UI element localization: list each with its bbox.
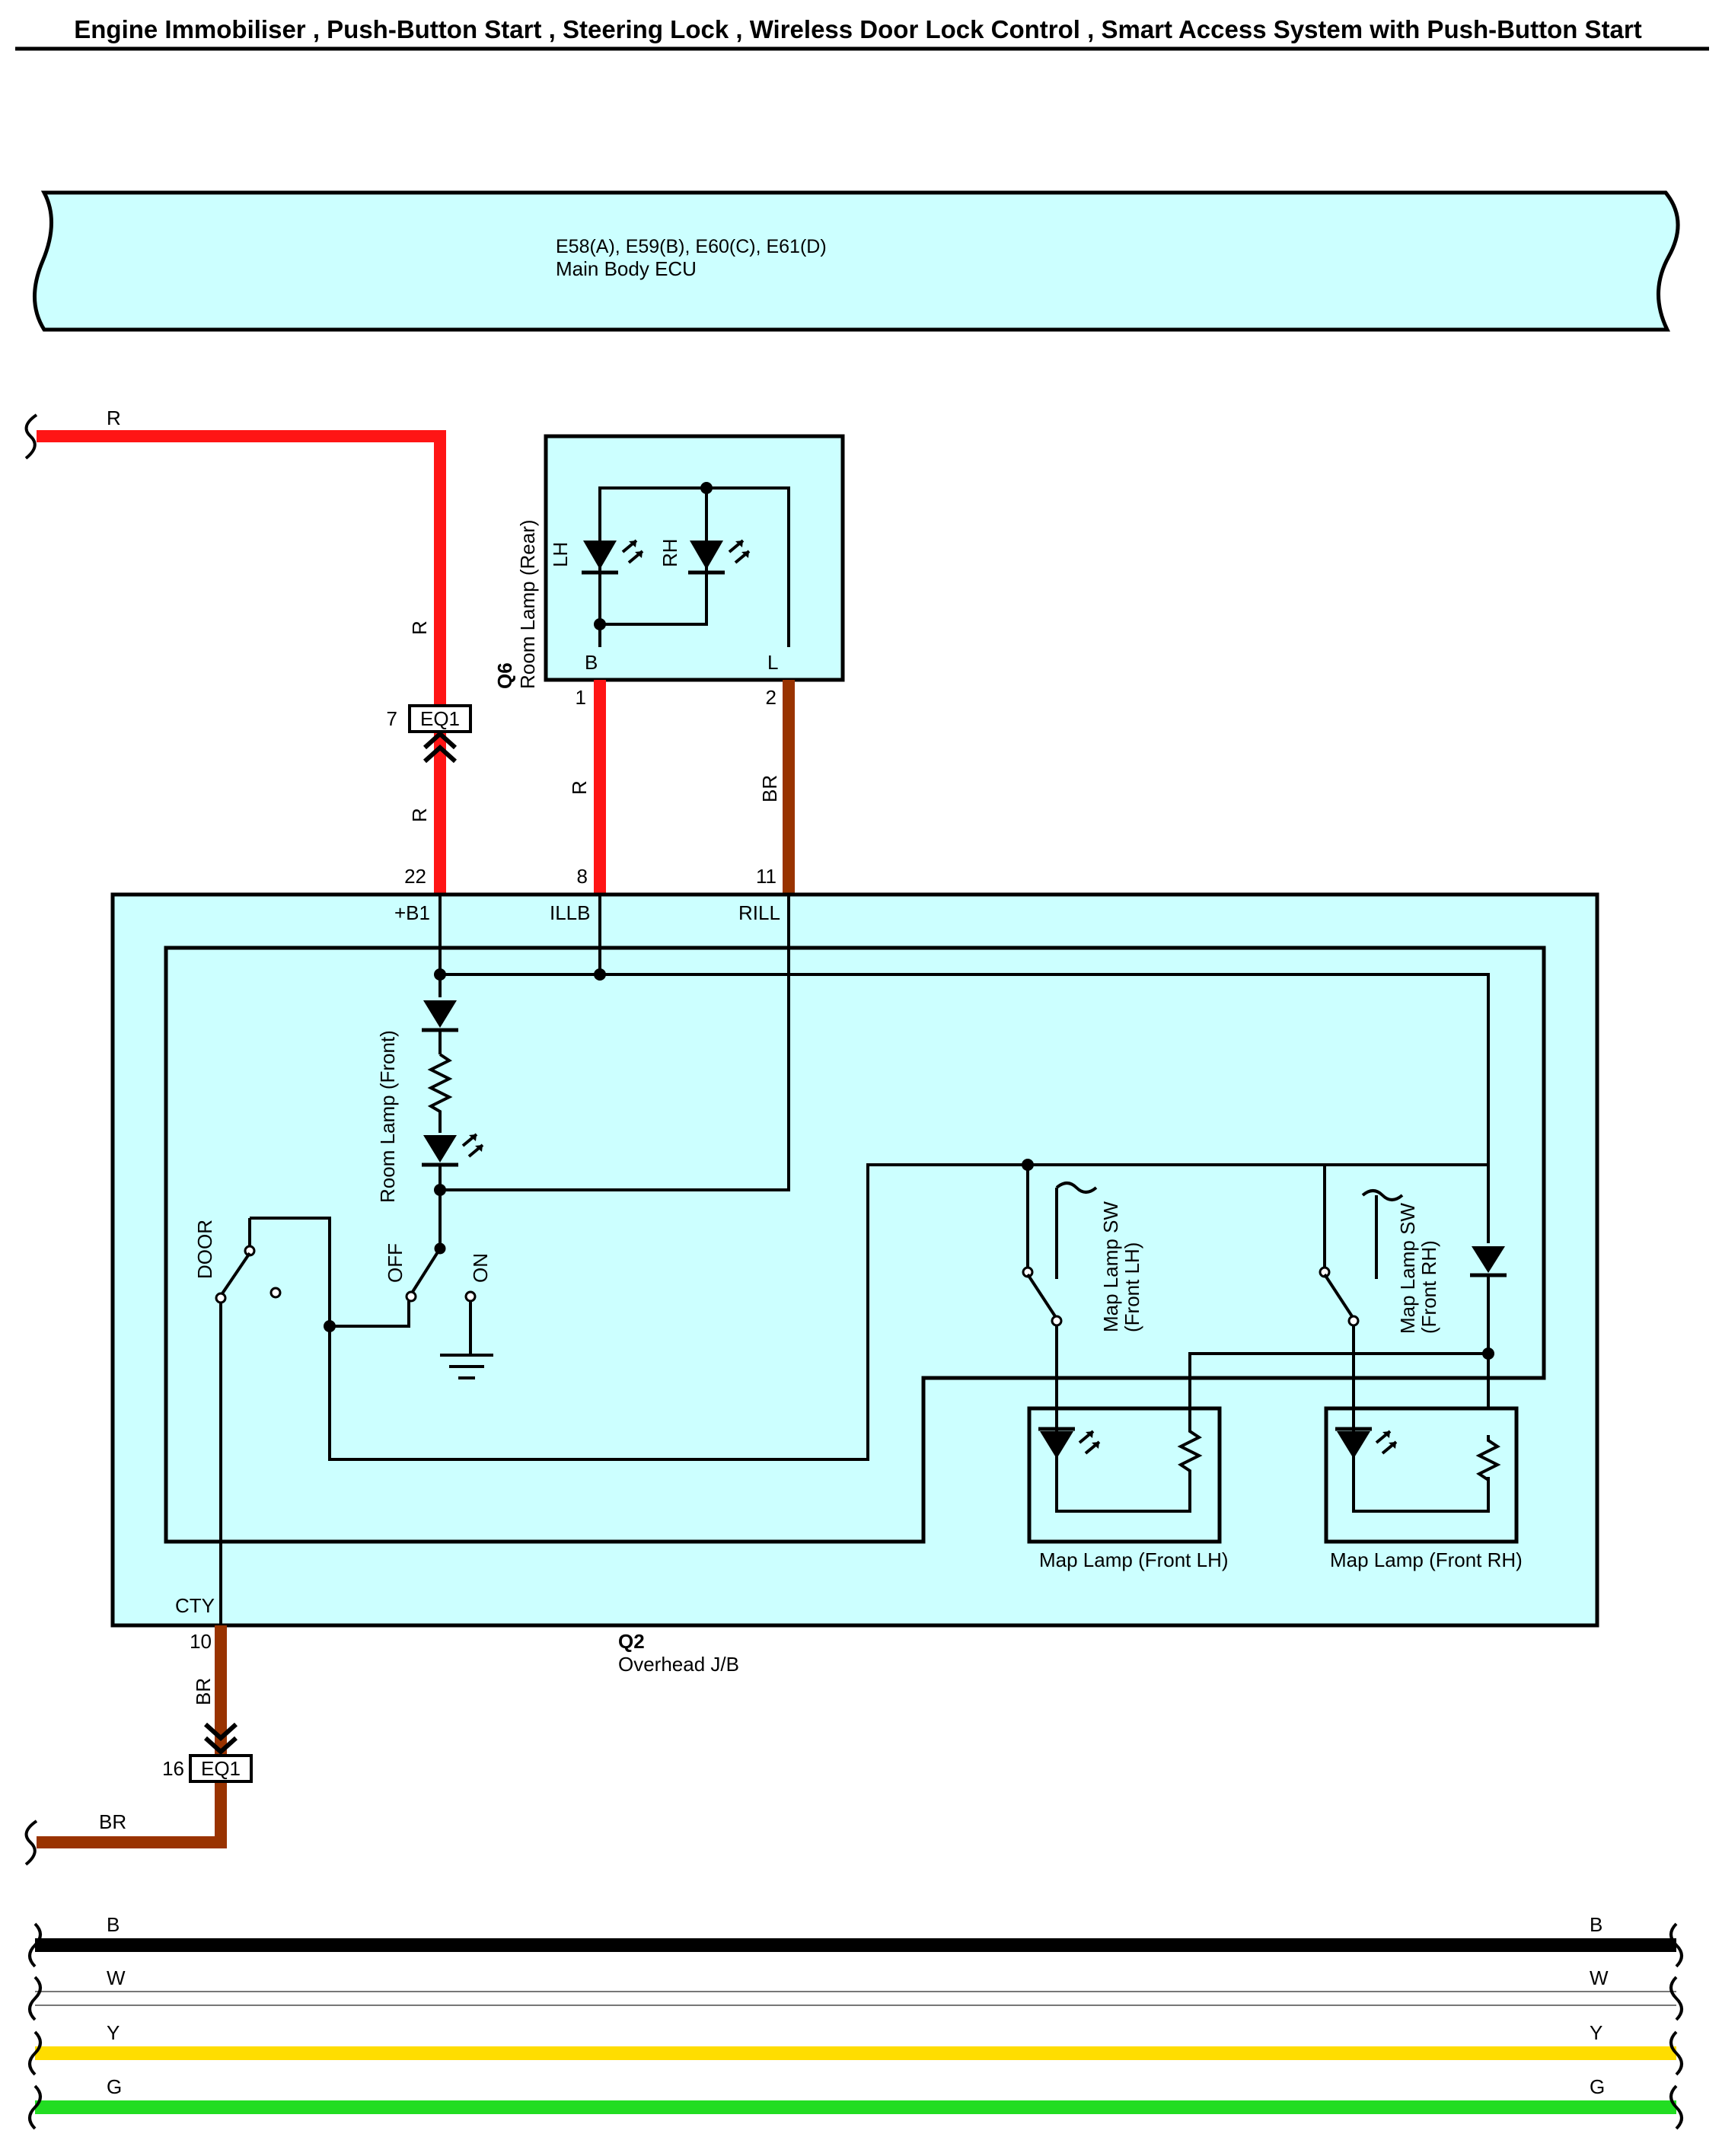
map-lamp-lh-label: Map Lamp (Front LH)	[1039, 1548, 1229, 1571]
map-lamp-rh-label: Map Lamp (Front RH)	[1330, 1548, 1523, 1571]
main-body-ecu: E58(A), E59(B), E60(C), E61(D) Main Body…	[33, 190, 1680, 332]
term-cty: CTY	[175, 1594, 215, 1617]
wire-label-r-top: R	[107, 407, 121, 429]
wire-label-br-rill: BR	[758, 775, 781, 802]
map-lamp-lh	[1027, 1406, 1222, 1544]
wire-label-br-cty: BR	[192, 1678, 215, 1705]
wire-label-r-upper: R	[408, 620, 431, 635]
resistor-icon	[427, 1053, 453, 1133]
map-sw-lh-label: Map Lamp SW	[1099, 1201, 1122, 1332]
room-lamp-rear: LH RH B L Q6 Room Lamp (Rear)	[493, 434, 845, 689]
ecu-connectors: E58(A), E59(B), E60(C), E61(D)	[556, 236, 827, 257]
bus-label-left: W	[107, 1966, 126, 1989]
pin-22: 22	[404, 865, 426, 888]
eq1-top-label: EQ1	[420, 707, 460, 730]
map-sw-rh-actuator-icon	[1361, 1189, 1404, 1279]
wire-label-r-lower: R	[408, 808, 431, 822]
eq1-bottom-pin: 16	[162, 1757, 184, 1780]
q2-code: Q2	[618, 1630, 645, 1653]
junction-eq1-top: EQ1 7	[387, 704, 472, 764]
bus-label-right: G	[1590, 2075, 1605, 2098]
bus-label-left: Y	[107, 2021, 120, 2044]
pin-2: 2	[766, 686, 776, 709]
pin-8: 8	[577, 865, 588, 888]
led-lh-label: LH	[549, 542, 572, 567]
map-sw-lh-actuator-icon	[1055, 1182, 1098, 1279]
eq1-top-pin: 7	[387, 707, 397, 730]
map-sw-rh-sub: (Front RH)	[1417, 1240, 1440, 1334]
sw-on-label: ON	[469, 1253, 492, 1283]
bus-label-left: B	[107, 1913, 120, 1936]
room-lamp-front-label: Room Lamp (Front)	[376, 1030, 399, 1203]
sw-off-label: OFF	[384, 1243, 407, 1283]
ground-icon	[440, 1354, 493, 1379]
pin-10: 10	[190, 1630, 212, 1653]
q6-code: Q6	[493, 662, 516, 689]
term-l: L	[767, 651, 778, 674]
led-rh-icon	[688, 539, 751, 575]
junction-eq1-bottom: EQ1 16	[162, 1754, 253, 1783]
ecu-name: Main Body ECU	[556, 257, 697, 280]
term-b: B	[585, 651, 598, 674]
bus-label-right: B	[1590, 1913, 1602, 1936]
eq1-bottom-label: EQ1	[201, 1757, 241, 1780]
map-sw-lh-sub: (Front LH)	[1121, 1242, 1143, 1332]
wire-label-r-illb: R	[568, 780, 591, 795]
bus-label-right: W	[1590, 1966, 1609, 1989]
term-b1: +B1	[394, 901, 430, 924]
wire-brown-cty: 10 BR BR	[24, 1625, 238, 1866]
pin-11: 11	[756, 865, 776, 888]
map-lamp-rh	[1324, 1406, 1519, 1544]
bus-label-right: Y	[1590, 2021, 1602, 2044]
term-rill: RILL	[738, 901, 780, 924]
sw-door-label: DOOR	[193, 1220, 216, 1279]
wire-label-br-bottom: BR	[99, 1810, 126, 1833]
map-sw-rh-label: Map Lamp SW	[1396, 1203, 1419, 1334]
pin-1: 1	[576, 686, 586, 709]
wire-red-b1: R R R	[24, 407, 446, 893]
page-title: Engine Immobiliser , Push-Button Start ,…	[74, 15, 1642, 43]
q2-name: Overhead J/B	[618, 1653, 739, 1676]
q6-name: Room Lamp (Rear)	[516, 519, 539, 689]
led-rh-label: RH	[659, 538, 681, 567]
led-lh-icon	[582, 539, 644, 575]
term-illb: ILLB	[550, 901, 591, 924]
bus-label-left: G	[107, 2075, 122, 2098]
overhead-jb: 22 8 11 +B1 ILLB RILL Room Lamp (Front)	[110, 865, 1599, 1628]
